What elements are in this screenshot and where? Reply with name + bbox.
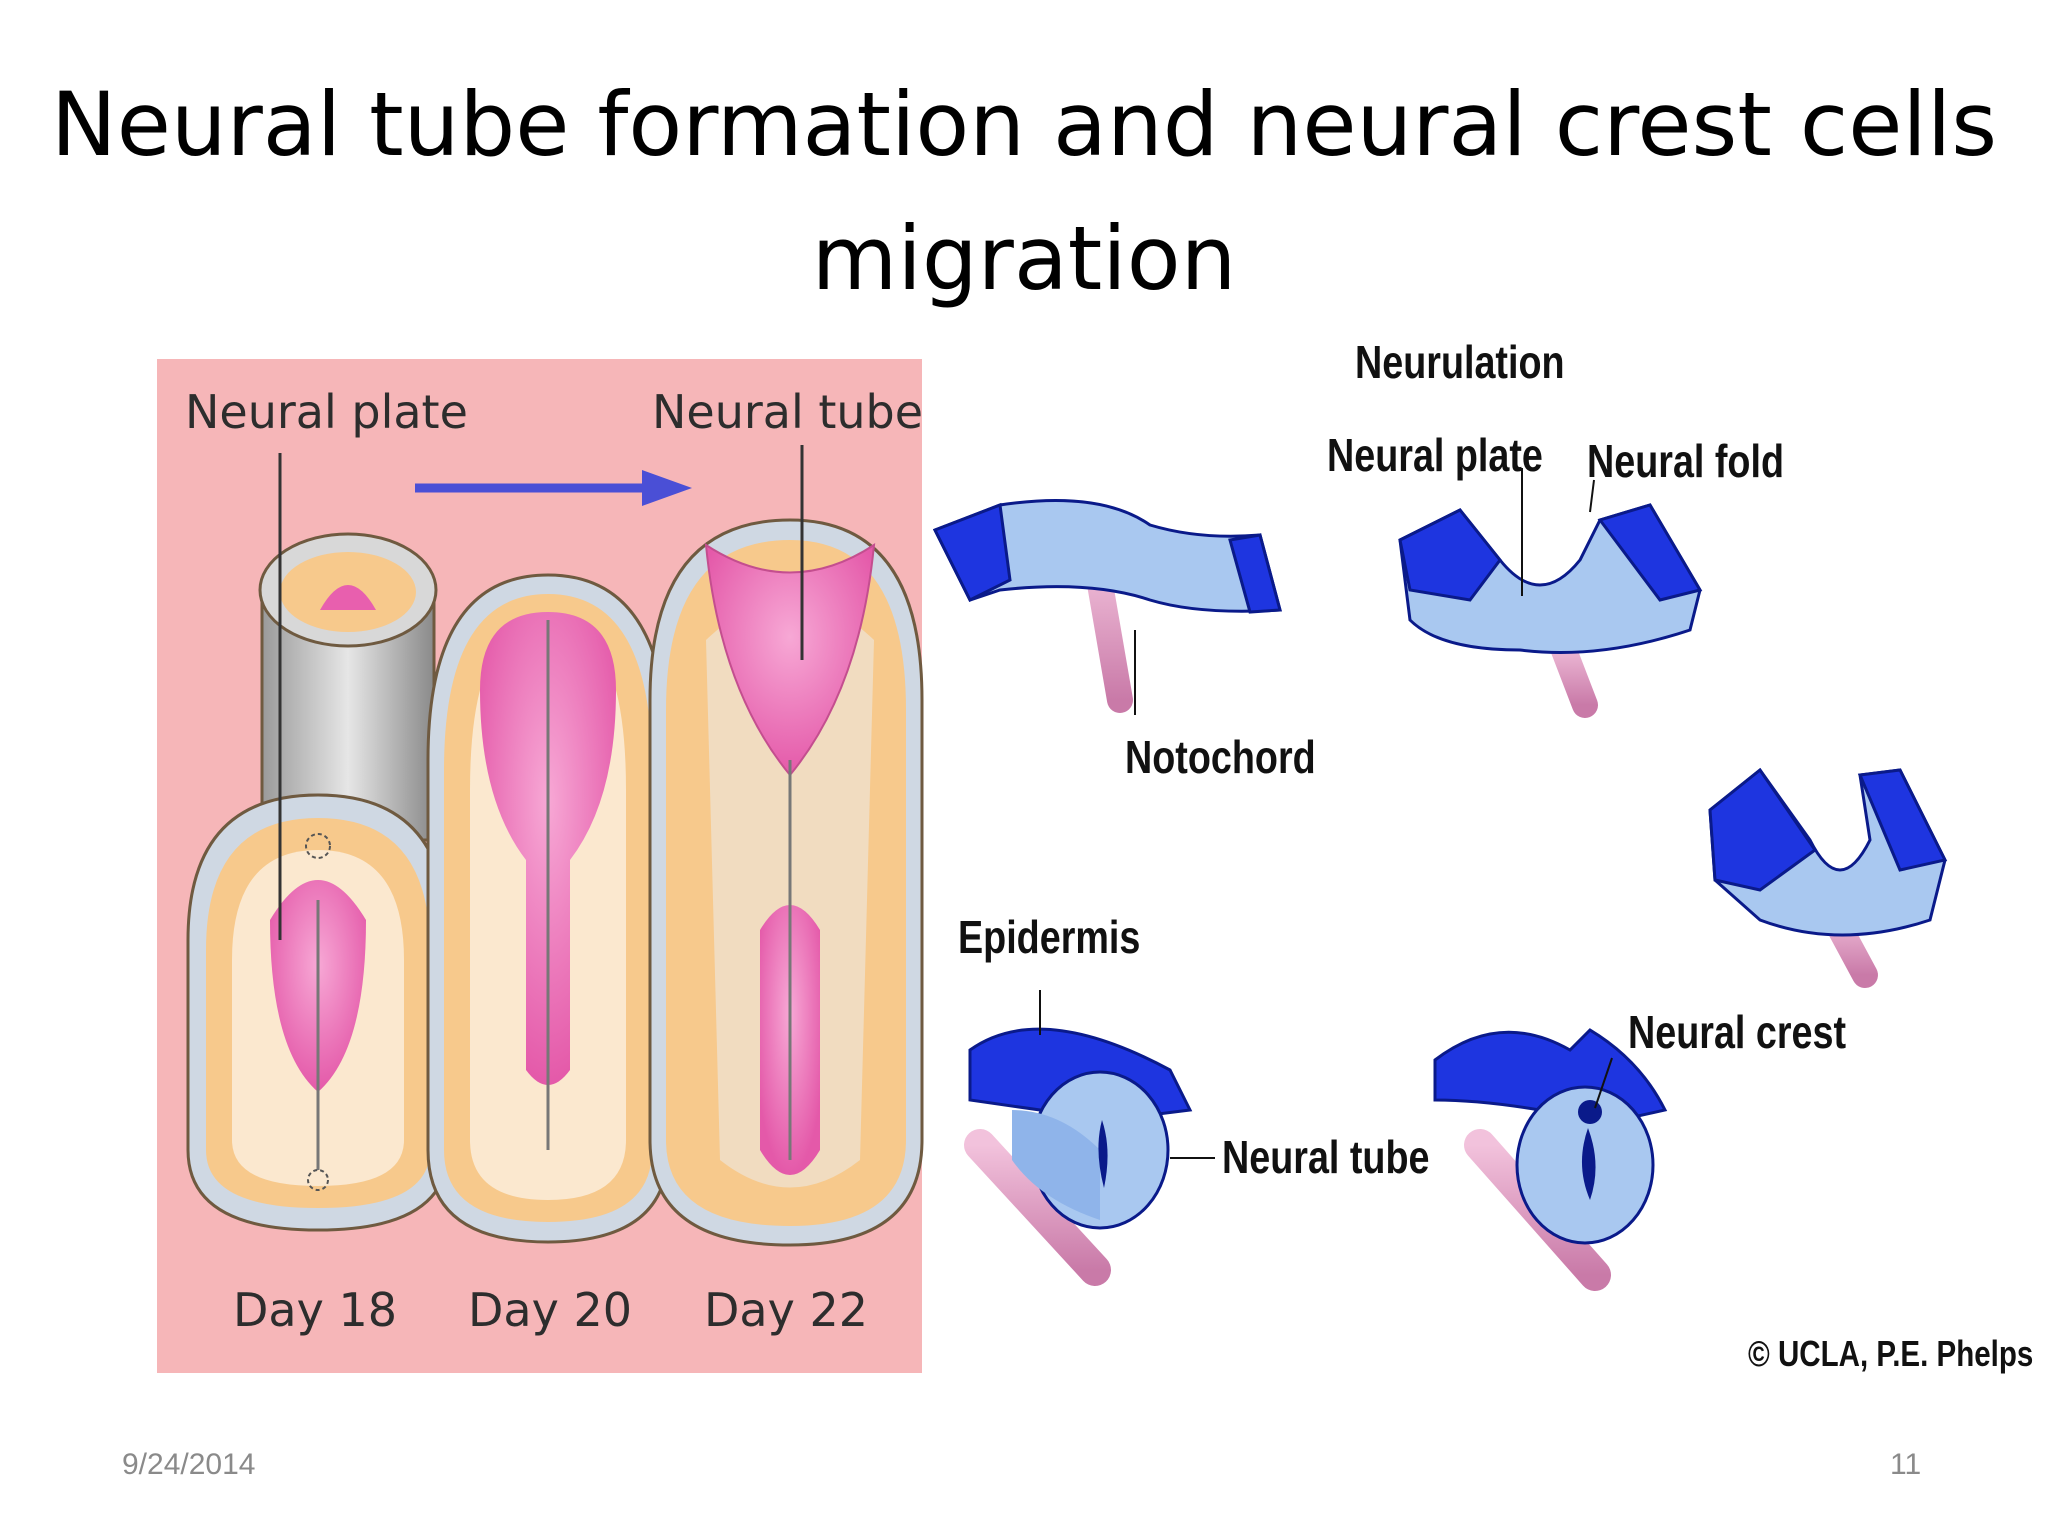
label-epidermis: Epidermis [958, 911, 1141, 963]
label-day-22: Day 22 [704, 1283, 868, 1337]
stage-5-neural-crest [1433, 1028, 1668, 1291]
stage-2-neural-folds [1398, 468, 1703, 718]
slide-number: 11 [1890, 1448, 1922, 1481]
embryo-day-20 [426, 573, 670, 1244]
progression-arrow [415, 470, 692, 506]
label-neural-tube: Neural tube [652, 385, 924, 439]
label-neural-fold: Neural fold [1587, 435, 1785, 487]
stage-1-neural-plate [932, 499, 1282, 715]
neurulation-heading: Neurulation [1355, 336, 1565, 388]
label-neural-crest: Neural crest [1628, 1006, 1847, 1058]
slide-date: 9/24/2014 [122, 1448, 256, 1481]
label-neural-tube-right: Neural tube [1222, 1131, 1430, 1183]
label-notochord: Notochord [1125, 731, 1316, 783]
stage-4-neural-tube [964, 990, 1215, 1286]
label-neural-plate-right: Neural plate [1327, 429, 1543, 481]
slide-title: Neural tube formation and neural crest c… [50, 73, 1998, 310]
stage-3-converging [1708, 767, 1948, 988]
label-neural-plate: Neural plate [185, 385, 468, 439]
embryo-day-18 [186, 793, 450, 1232]
label-day-18: Day 18 [233, 1283, 397, 1337]
embryo-day-22 [648, 518, 924, 1247]
copyright-credit: © UCLA, P.E. Phelps [1748, 1333, 2034, 1374]
label-day-20: Day 20 [468, 1283, 632, 1337]
